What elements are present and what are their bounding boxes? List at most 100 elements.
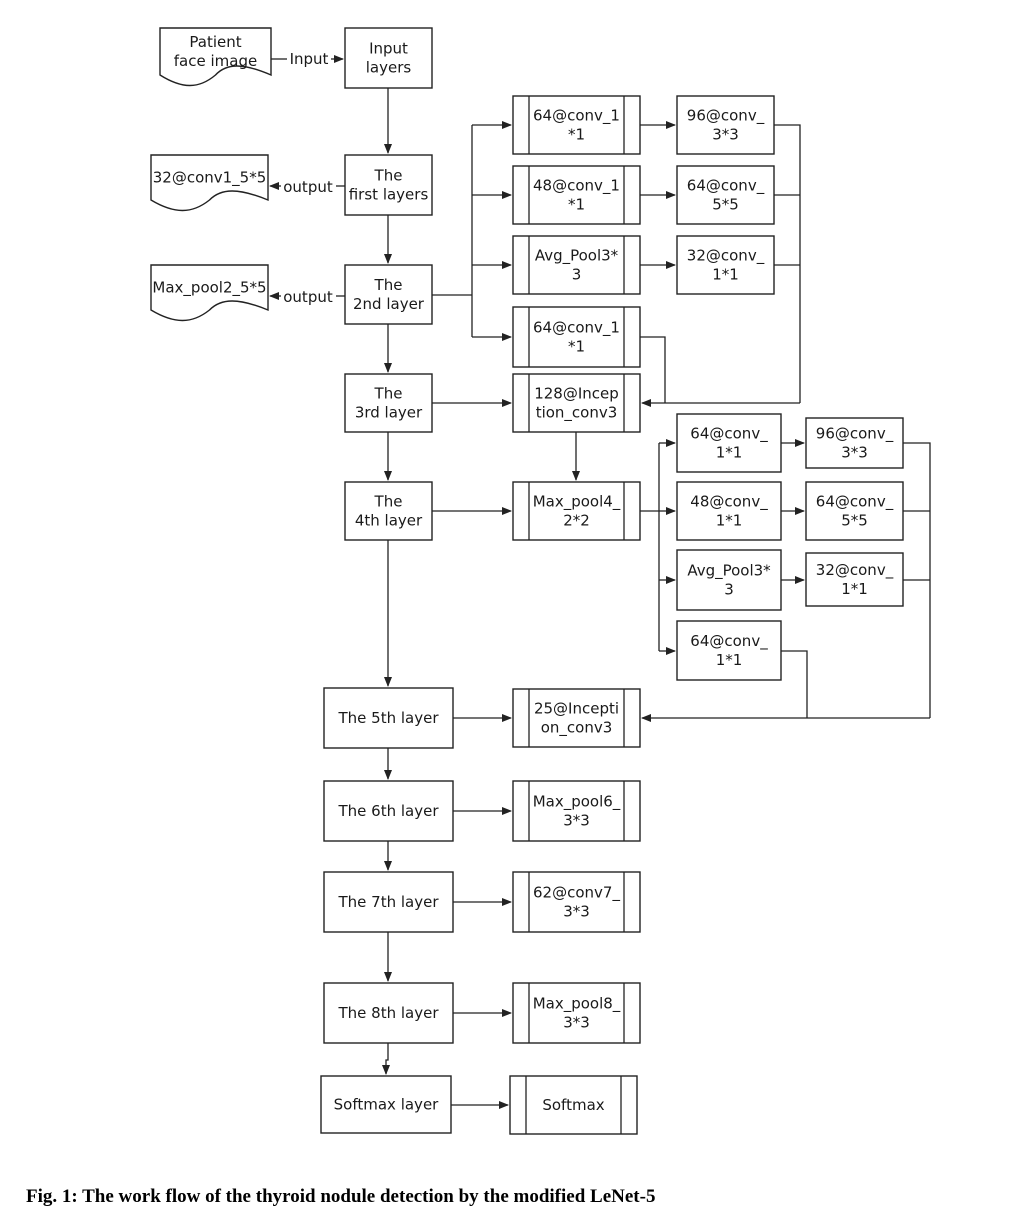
node-b-64-conv1: 64@conv_1*1 — [676, 413, 782, 473]
node-label: 64@conv_ — [690, 632, 768, 651]
node-label: The — [374, 493, 403, 511]
node-eighth-layer: The 8th layer — [323, 982, 454, 1044]
figure-caption: Fig. 1: The work flow of the thyroid nod… — [26, 1186, 656, 1207]
node-label: 5*5 — [841, 512, 868, 530]
node-label: 62@conv7_ — [533, 884, 620, 903]
node-label: 32@conv_ — [816, 561, 894, 580]
node-a-48-conv1: 48@conv_1*1 — [512, 165, 641, 225]
node-a-avgpool: Avg_Pool3*3 — [512, 235, 641, 295]
node-label: 64@conv_1 — [533, 319, 620, 338]
node-b-avgpool: Avg_Pool3*3 — [676, 549, 782, 611]
connector-arrow — [640, 336, 666, 403]
node-label: Avg_Pool3* — [687, 562, 771, 581]
node-pool4: Max_pool4_2*2 — [512, 481, 641, 541]
node-b-64-conv1b: 64@conv_1*1 — [676, 620, 782, 681]
node-b-96-conv3: 96@conv_3*3 — [805, 417, 904, 469]
node-label: 25@Incepti — [534, 700, 619, 718]
node-label: on_conv3 — [541, 719, 613, 738]
node-label: 4th layer — [355, 512, 423, 530]
node-label: *1 — [568, 126, 585, 144]
node-label: Max_pool6_ — [533, 793, 621, 812]
node-label: tion_conv3 — [536, 404, 618, 423]
connector-arrow — [781, 650, 808, 718]
node-label: 3rd layer — [355, 404, 423, 422]
node-softmax: Softmax — [509, 1075, 638, 1135]
node-label: 1*1 — [716, 651, 743, 669]
node-pool6: Max_pool6_3*3 — [512, 780, 641, 842]
node-label: 96@conv_ — [687, 107, 765, 126]
node-label: The — [374, 276, 403, 294]
edge-label-output: output — [283, 178, 333, 196]
edge-label-input: Input — [290, 50, 329, 68]
node-label: 1*1 — [712, 266, 739, 284]
node-label: 3*3 — [563, 903, 590, 921]
node-label: layers — [366, 59, 412, 77]
connector-arrow — [903, 442, 931, 718]
node-b-64-conv5: 64@conv_5*5 — [805, 481, 904, 541]
connector-arrow — [382, 1043, 390, 1075]
node-label: The 8th layer — [338, 1004, 440, 1022]
node-label: 32@conv_ — [687, 247, 765, 266]
node-label: face image — [174, 52, 257, 70]
node-label: 32@conv1_5*5 — [153, 169, 267, 188]
node-label: 3*3 — [563, 812, 590, 830]
node-label: 64@conv_1 — [533, 107, 620, 126]
node-label: 64@conv_ — [690, 425, 768, 444]
node-pool8: Max_pool8_3*3 — [512, 982, 641, 1044]
node-a-96-conv3: 96@conv_3*3 — [676, 95, 775, 155]
node-label: The — [374, 167, 403, 185]
node-label: 3*3 — [712, 126, 739, 144]
node-a-64-conv1: 64@conv_1*1 — [512, 95, 641, 155]
node-label: The 6th layer — [338, 802, 440, 820]
node-softmax-layer: Softmax layer — [320, 1075, 452, 1134]
node-label: Softmax — [542, 1096, 604, 1114]
edge-label-output: output — [283, 288, 333, 306]
node-label: 5*5 — [712, 196, 739, 214]
node-label: 3*3 — [563, 1014, 590, 1032]
node-label: The 7th layer — [338, 893, 440, 911]
node-label: 48@conv_ — [690, 493, 768, 512]
node-a-32-conv1: 32@conv_1*1 — [676, 235, 775, 295]
node-label: The — [374, 385, 403, 403]
node-pool2: Max_pool2_5*5 — [150, 264, 269, 322]
node-a-64-conv5: 64@conv_5*5 — [676, 165, 775, 225]
node-conv7: 62@conv7_3*3 — [512, 871, 641, 933]
node-label: 2nd layer — [353, 295, 425, 313]
node-label: 3*3 — [841, 444, 868, 462]
node-label: 1*1 — [716, 444, 743, 462]
node-label: Patient — [189, 33, 241, 51]
node-label: 64@conv_ — [816, 493, 894, 512]
node-label: The 5th layer — [338, 709, 440, 727]
node-label: Max_pool2_5*5 — [152, 279, 266, 298]
node-label: 3 — [572, 266, 582, 284]
node-label: 1*1 — [841, 580, 868, 598]
node-seventh-layer: The 7th layer — [323, 871, 454, 933]
node-label: 128@Incep — [534, 385, 619, 403]
node-label: 96@conv_ — [816, 425, 894, 444]
node-label: Input — [369, 40, 408, 58]
node-label: *1 — [568, 196, 585, 214]
node-label: Avg_Pool3* — [535, 247, 619, 266]
node-label: first layers — [349, 186, 429, 204]
node-a-64-conv1b: 64@conv_1*1 — [512, 306, 641, 368]
node-label: 1*1 — [716, 512, 743, 530]
node-label: Max_pool4_ — [533, 493, 621, 512]
node-label: Softmax layer — [334, 1096, 440, 1114]
node-label: 3 — [724, 581, 734, 599]
node-b-48-conv1: 48@conv_1*1 — [676, 481, 782, 541]
node-label: 2*2 — [563, 512, 590, 530]
node-label: 64@conv_ — [687, 177, 765, 196]
connector-arrow — [774, 124, 801, 403]
node-fifth-layer: The 5th layer — [323, 687, 454, 749]
node-label: 48@conv_1 — [533, 177, 620, 196]
node-b-32-conv1: 32@conv_1*1 — [805, 552, 904, 607]
